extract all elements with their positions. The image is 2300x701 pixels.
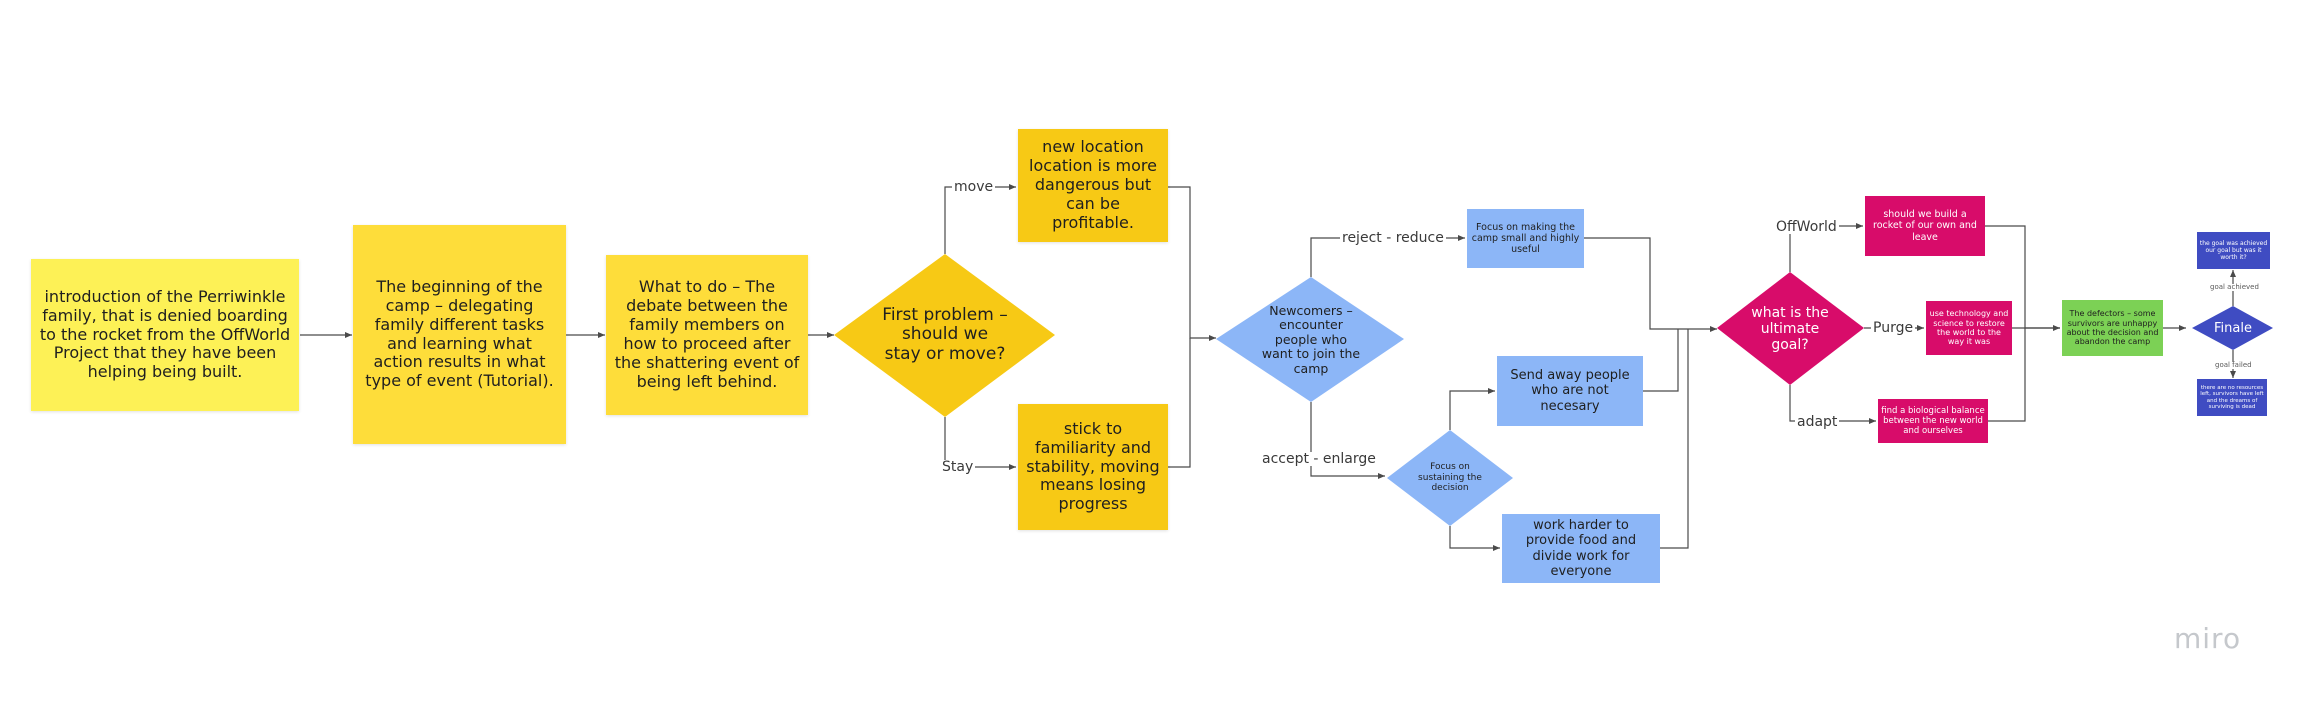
ultimate-goal-text: what is the ultimate goal?: [1751, 304, 1829, 354]
newcomers-text: Newcomers – encounter people who want to…: [1261, 303, 1361, 376]
send-away-card[interactable]: Send away people who are not necesary: [1497, 356, 1643, 426]
connector-send-goal: [1642, 329, 1679, 392]
connector-goal-adapt: [1789, 385, 1876, 424]
connector-stay-newcomers: [1168, 338, 1191, 468]
edge-label-stay: Stay: [940, 459, 976, 475]
intro-text: introduction of the Perriwinkle family, …: [39, 286, 291, 382]
beginning-text: The beginning of the camp – delegating f…: [365, 276, 554, 391]
edge-label-goal-failed: goal failed: [2215, 361, 2252, 369]
edge-label-move: move: [952, 179, 996, 195]
work-harder-card[interactable]: work harder to provide food and divide w…: [1502, 514, 1660, 583]
connector-sustain-work: [1449, 526, 1500, 551]
use-tech-card[interactable]: use technology and science to restore th…: [1926, 301, 2012, 355]
focus-sustain-text: Focus on sustaining the decision: [1418, 462, 1482, 494]
edge-label-adapt: adapt: [1795, 414, 1840, 430]
connector-move-newcomers: [1168, 186, 1216, 341]
goal-achieved-text: the goal was achieved our goal but was i…: [2199, 239, 2268, 262]
connector-sustain-send: [1449, 388, 1495, 430]
defectors-card[interactable]: The defectors – some survivors are unhap…: [2062, 300, 2163, 356]
connector-work-goal: [1660, 329, 1689, 549]
use-tech-text: use technology and science to restore th…: [1929, 309, 2009, 347]
miro-logo: miro: [2174, 622, 2242, 655]
build-rocket-text: should we build a rocket of our own and …: [1873, 209, 1977, 243]
connector-bio-defectors: [1988, 328, 2026, 422]
goal-failed-text: there are no resources left, survivors h…: [2200, 384, 2264, 410]
send-away-text: Send away people who are not necesary: [1510, 368, 1630, 414]
what-to-do-card[interactable]: What to do – The debate between the fami…: [606, 255, 808, 415]
first-problem-text: First problem – should we stay or move?: [882, 304, 1008, 364]
what-to-do-text: What to do – The debate between the fami…: [614, 277, 800, 391]
first-problem-diamond: [834, 254, 1055, 417]
finale-diamond: [2192, 306, 2273, 350]
bio-balance-card[interactable]: find a biological balance between the ne…: [1878, 399, 1988, 443]
edge-label-goal-achieved: goal achieved: [2210, 283, 2259, 291]
stick-text: stick to familiarity and stability, movi…: [1026, 418, 1160, 514]
connector-problem-move: [944, 184, 1016, 254]
new-location-text: new location location is more dangerous …: [1029, 137, 1157, 232]
focus-sustain-diamond: [1387, 430, 1513, 526]
goal-failed-card[interactable]: there are no resources left, survivors h…: [2197, 379, 2267, 416]
edge-label-accept: accept - enlarge: [1260, 451, 1378, 467]
connector-focussmall-goal: [1584, 237, 1717, 332]
ultimate-goal-diamond: [1717, 272, 1864, 385]
defectors-text: The defectors – some survivors are unhap…: [2066, 309, 2159, 347]
newcomers-diamond: [1216, 277, 1404, 402]
new-location-card[interactable]: new location location is more dangerous …: [1018, 129, 1168, 242]
focus-small-card[interactable]: Focus on making the camp small and highl…: [1467, 209, 1584, 268]
stick-card[interactable]: stick to familiarity and stability, movi…: [1018, 404, 1168, 530]
finale-text: Finale: [2214, 320, 2252, 336]
bio-balance-text: find a biological balance between the ne…: [1881, 405, 1985, 436]
goal-achieved-card[interactable]: the goal was achieved our goal but was i…: [2197, 232, 2270, 269]
focus-small-text: Focus on making the camp small and highl…: [1471, 221, 1580, 256]
edge-label-reject: reject - reduce: [1340, 230, 1446, 246]
beginning-card[interactable]: The beginning of the camp – delegating f…: [353, 225, 566, 444]
connector-newcomers-accept: [1310, 402, 1385, 479]
build-rocket-card[interactable]: should we build a rocket of our own and …: [1865, 196, 1985, 256]
work-harder-text: work harder to provide food and divide w…: [1525, 517, 1637, 579]
edge-label-purge: Purge: [1871, 320, 1916, 336]
edge-label-offworld: OffWorld: [1774, 219, 1839, 235]
intro-card[interactable]: introduction of the Perriwinkle family, …: [31, 259, 299, 411]
